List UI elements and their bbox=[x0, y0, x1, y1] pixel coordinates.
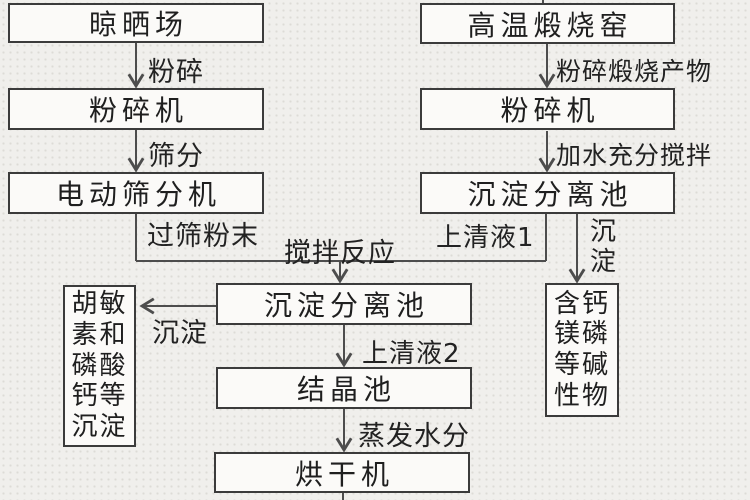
node-humin-precipitate: 胡敏素和磷酸钙等沉淀 bbox=[63, 285, 136, 447]
node-dryer: 烘干机 bbox=[214, 452, 470, 493]
edge-label-sieve: 筛分 bbox=[148, 141, 204, 172]
node-sedimentation-pool-2: 沉淀分离池 bbox=[216, 283, 472, 325]
edge-label-supernatant-2: 上清液2 bbox=[362, 339, 461, 369]
edge-label-crush-calcined-product: 粉碎煅烧产物 bbox=[556, 57, 713, 86]
node-crystallization-pool: 结晶池 bbox=[216, 367, 472, 409]
node-drying-field: 晾晒场 bbox=[8, 3, 264, 43]
edge-label-supernatant-1: 上清液1 bbox=[436, 223, 535, 253]
edge-label-sieved-powder: 过筛粉末 bbox=[147, 221, 259, 252]
edge-label-crush: 粉碎 bbox=[148, 57, 204, 88]
node-calcination-kiln: 高温煅烧窑 bbox=[420, 3, 675, 44]
node-sedimentation-pool-1: 沉淀分离池 bbox=[420, 172, 675, 214]
edge-label-precipitate-right: 沉淀 bbox=[590, 217, 618, 277]
node-alkaline-product: 含钙镁磷等碱性物 bbox=[545, 283, 619, 417]
edge-label-stirring-reaction: 搅拌反应 bbox=[284, 238, 396, 269]
edge-label-add-water-stir: 加水充分搅拌 bbox=[556, 141, 713, 170]
edge-label-precipitate-left: 沉淀 bbox=[152, 318, 208, 349]
node-crusher-right: 粉碎机 bbox=[420, 88, 675, 130]
edge-label-evaporate-water: 蒸发水分 bbox=[358, 421, 470, 452]
node-crusher-left: 粉碎机 bbox=[8, 88, 264, 130]
node-electric-sieving-machine: 电动筛分机 bbox=[8, 172, 264, 214]
